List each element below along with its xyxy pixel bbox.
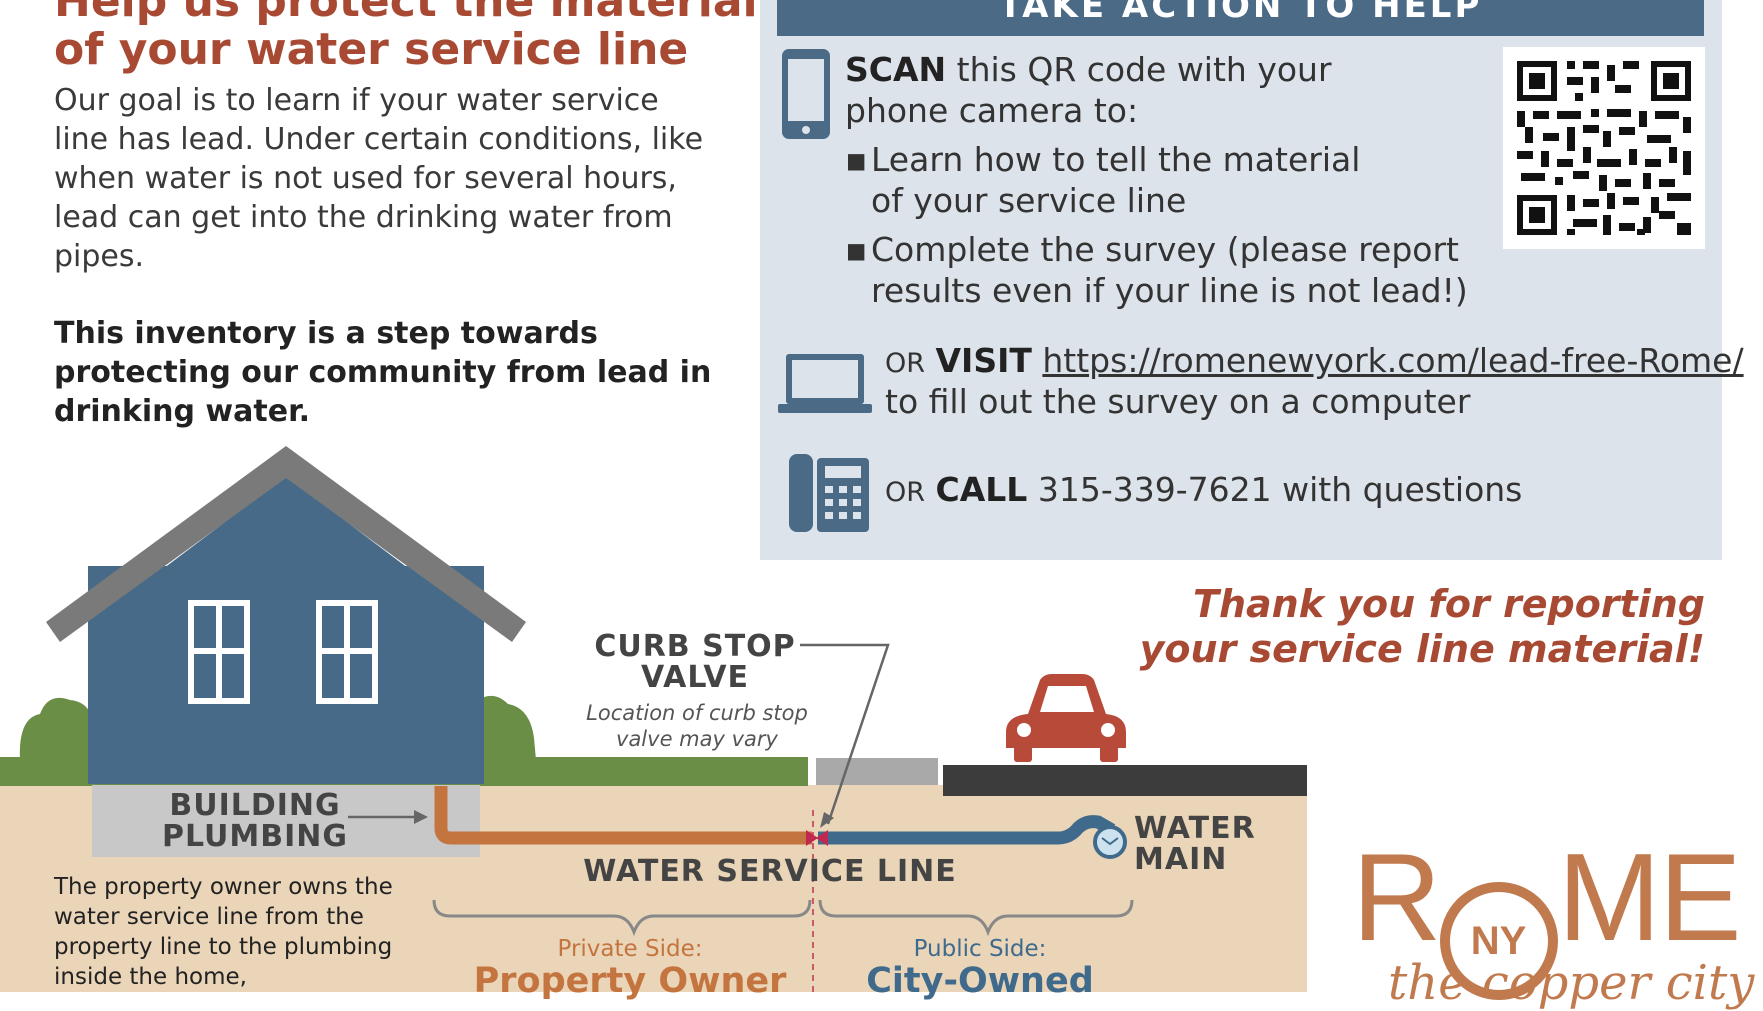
rome-logo-r: R: [1352, 829, 1442, 967]
curb-stop-arrow: [800, 643, 890, 825]
scan-line-2: phone camera to:: [845, 91, 1139, 130]
curb-stop-label: CURB STOP VALVE: [575, 631, 815, 693]
public-side-small: Public Side:: [913, 936, 1047, 962]
telephone-icon: [789, 454, 869, 532]
private-side-big: Property Owner: [473, 961, 787, 1001]
water-main-icon: [1093, 825, 1127, 859]
bullet-2-line-1: Complete the survey (please report: [871, 230, 1459, 269]
private-side-small: Private Side:: [557, 936, 703, 962]
curb-note-line-2: valve may vary: [616, 727, 778, 751]
call-line: OR CALL 315-339-7621 with questions: [885, 469, 1522, 513]
heading-line-2: of your water service line: [54, 24, 689, 75]
bullet-2-line-2: results even if your line is not lead!): [871, 271, 1468, 310]
scan-line-1: SCAN this QR code with your: [845, 49, 1332, 90]
survey-link[interactable]: https://romenewyork.com/lead-free-Rome/: [1042, 341, 1744, 380]
thanks-line-2: your service line material!: [1139, 627, 1705, 671]
or-label-2: OR: [885, 477, 926, 508]
curb-stop-line-1: CURB STOP: [594, 629, 796, 664]
rome-tagline: the copper city: [1388, 955, 1755, 1011]
heading-line-1: Help us protect the material: [54, 0, 758, 27]
scan-rest: this QR code with your: [946, 50, 1332, 89]
sidewalk: [816, 758, 938, 785]
inventory-statement: This inventory is a step towards protect…: [54, 316, 712, 429]
or-label-1: OR: [885, 348, 926, 379]
thanks-line-1: Thank you for reporting: [1193, 582, 1705, 626]
bullet-1-line-1: Learn how to tell the material: [871, 140, 1361, 179]
public-brace: [818, 899, 1134, 937]
ownership-text: The property owner owns the water servic…: [54, 874, 393, 990]
thank-you-message: Thank you for reporting your service lin…: [1060, 582, 1705, 672]
call-bold: CALL: [935, 470, 1028, 509]
scan-bold: SCAN: [845, 50, 947, 89]
intro-paragraph: Our goal is to learn if your water servi…: [54, 83, 704, 274]
curb-stop-valve-marker: [806, 830, 828, 846]
rome-logo-me: ME: [1557, 829, 1742, 967]
qr-code[interactable]: [1503, 47, 1705, 249]
public-pipe: [818, 815, 1116, 845]
bush-left: [19, 697, 96, 760]
building-line-1: BUILDING: [169, 788, 341, 823]
service-line-diagram: [348, 643, 1134, 992]
bush-right: [478, 695, 536, 760]
building-line-2: PLUMBING: [161, 819, 348, 854]
curb-stop-line-2: VALVE: [640, 660, 750, 695]
call-text: 315-339-7621 with questions: [1037, 470, 1523, 509]
visit-bold: VISIT: [935, 341, 1032, 380]
qr-code-pattern: [1517, 61, 1691, 235]
public-side-label: Public Side: City-Owned: [830, 936, 1130, 1000]
water-main-line-2: MAIN: [1134, 842, 1228, 877]
water-main-line-1: WATER: [1134, 811, 1256, 846]
building-plumbing-label: BUILDING PLUMBING: [150, 790, 360, 852]
house-illustration: [46, 446, 526, 784]
private-pipe: [434, 786, 812, 845]
bullet-1-line-2: of your service line: [871, 181, 1187, 220]
water-main-label: WATER MAIN: [1134, 813, 1274, 875]
private-side-label: Private Side: Property Owner: [460, 936, 800, 1000]
road: [943, 765, 1307, 796]
bullet-2-marker: ▪: [845, 230, 868, 269]
laptop-icon: [778, 354, 872, 413]
curb-stop-note: Location of curb stop valve may vary: [562, 700, 832, 752]
water-service-line-label: WATER SERVICE LINE: [583, 854, 957, 889]
private-brace: [432, 899, 812, 937]
page-heading: Help us protect the material of your wat…: [54, 0, 758, 74]
bullet-1-marker: ▪: [845, 140, 868, 179]
curb-note-line-1: Location of curb stop: [586, 701, 808, 725]
visit-line-1: OR VISIT https://romenewyork.com/lead-fr…: [885, 340, 1744, 384]
phone-icon: [782, 49, 830, 139]
visit-line-2: to fill out the survey on a computer: [885, 382, 1471, 421]
action-panel-header: TAKE ACTION TO HELP: [777, 0, 1704, 36]
public-side-big: City-Owned: [866, 961, 1094, 1001]
car-icon: [1006, 674, 1126, 762]
